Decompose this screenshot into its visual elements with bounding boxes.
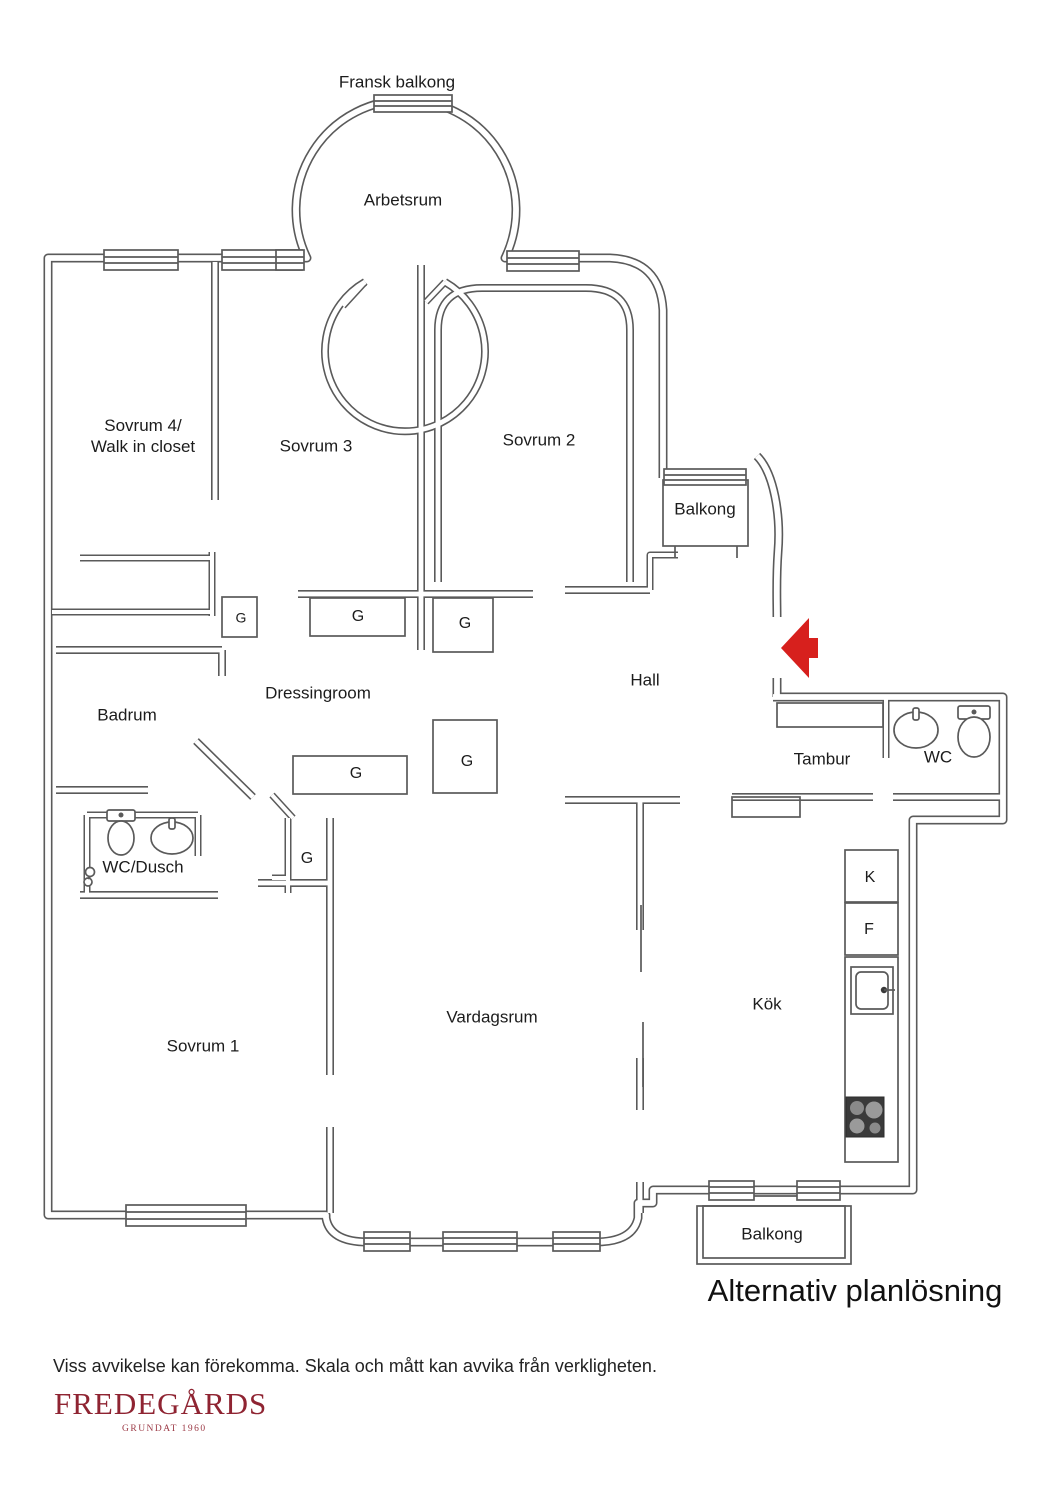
closet-fittings (221, 596, 884, 818)
room-label-sovrum4: Sovrum 4/ Walk in closet (91, 415, 195, 458)
wc-toilet-icon (957, 705, 991, 758)
window (708, 1180, 755, 1201)
balcony-lower-rail (696, 1205, 852, 1265)
room-label-arbetsrum: Arbetsrum (363, 190, 443, 210)
room-label-wc-dusch: WC/Dusch (102, 857, 184, 877)
room-label-balkong-lower: Balkong (741, 1224, 803, 1244)
closet-marker: G (351, 608, 365, 625)
closet-marker: G (460, 753, 474, 770)
room-label-sovrum3: Sovrum 3 (279, 436, 353, 456)
shower-head-icon (83, 866, 96, 887)
room-label-balkong-upper: Balkong (674, 499, 736, 519)
brand-tagline: GRUNDAT 1960 (122, 1424, 207, 1434)
stove-icon (845, 1096, 885, 1138)
room-label-hall: Hall (630, 670, 660, 690)
window (363, 1231, 411, 1252)
window (442, 1231, 518, 1252)
room-label-kok: Kök (752, 994, 782, 1014)
window (373, 94, 453, 113)
page-title: Alternativ planlösning (707, 1273, 1003, 1308)
interior-walls (52, 262, 1003, 1213)
window (275, 249, 305, 271)
freezer-marker: F (864, 921, 874, 938)
closet-marker: G (349, 765, 363, 782)
sliding-doors (640, 905, 797, 1197)
window (506, 250, 580, 272)
room-label-badrum: Badrum (97, 705, 157, 725)
closet-marker: G (235, 609, 247, 626)
window (796, 1180, 841, 1201)
closet-marker: G (300, 850, 314, 867)
fridge-marker: K (864, 869, 876, 886)
shower-sink-icon (150, 817, 194, 855)
room-label-vardagsrum: Vardagsrum (446, 1007, 538, 1027)
closet-marker: G (458, 615, 472, 632)
shower-toilet-icon (106, 809, 136, 856)
window (125, 1204, 247, 1227)
kitchen-sink-icon (850, 966, 895, 1015)
room-label-fransk-balkong: Fransk balkong (338, 72, 456, 92)
room-label-tambur: Tambur (793, 749, 851, 769)
wc-sink-icon (893, 707, 939, 749)
room-label-dressingroom: Dressingroom (265, 683, 371, 703)
entrance-arrow-icon (781, 618, 818, 678)
room-label-sovrum4-line2: Walk in closet (90, 437, 196, 456)
room-label-sovrum4-line1: Sovrum 4/ (104, 415, 182, 435)
brand-logo: FREDEGÅRDS (54, 1386, 268, 1421)
room-label-wc: WC (923, 747, 953, 767)
window (103, 249, 179, 271)
room-label-sovrum1: Sovrum 1 (166, 1036, 240, 1056)
windows (103, 94, 841, 1252)
window (552, 1231, 601, 1252)
kitchen-counter (844, 849, 899, 1163)
disclaimer-text: Viss avvikelse kan förekomma. Skala och … (53, 1356, 657, 1376)
balcony-door-window (663, 468, 747, 486)
room-label-sovrum2: Sovrum 2 (502, 430, 576, 450)
